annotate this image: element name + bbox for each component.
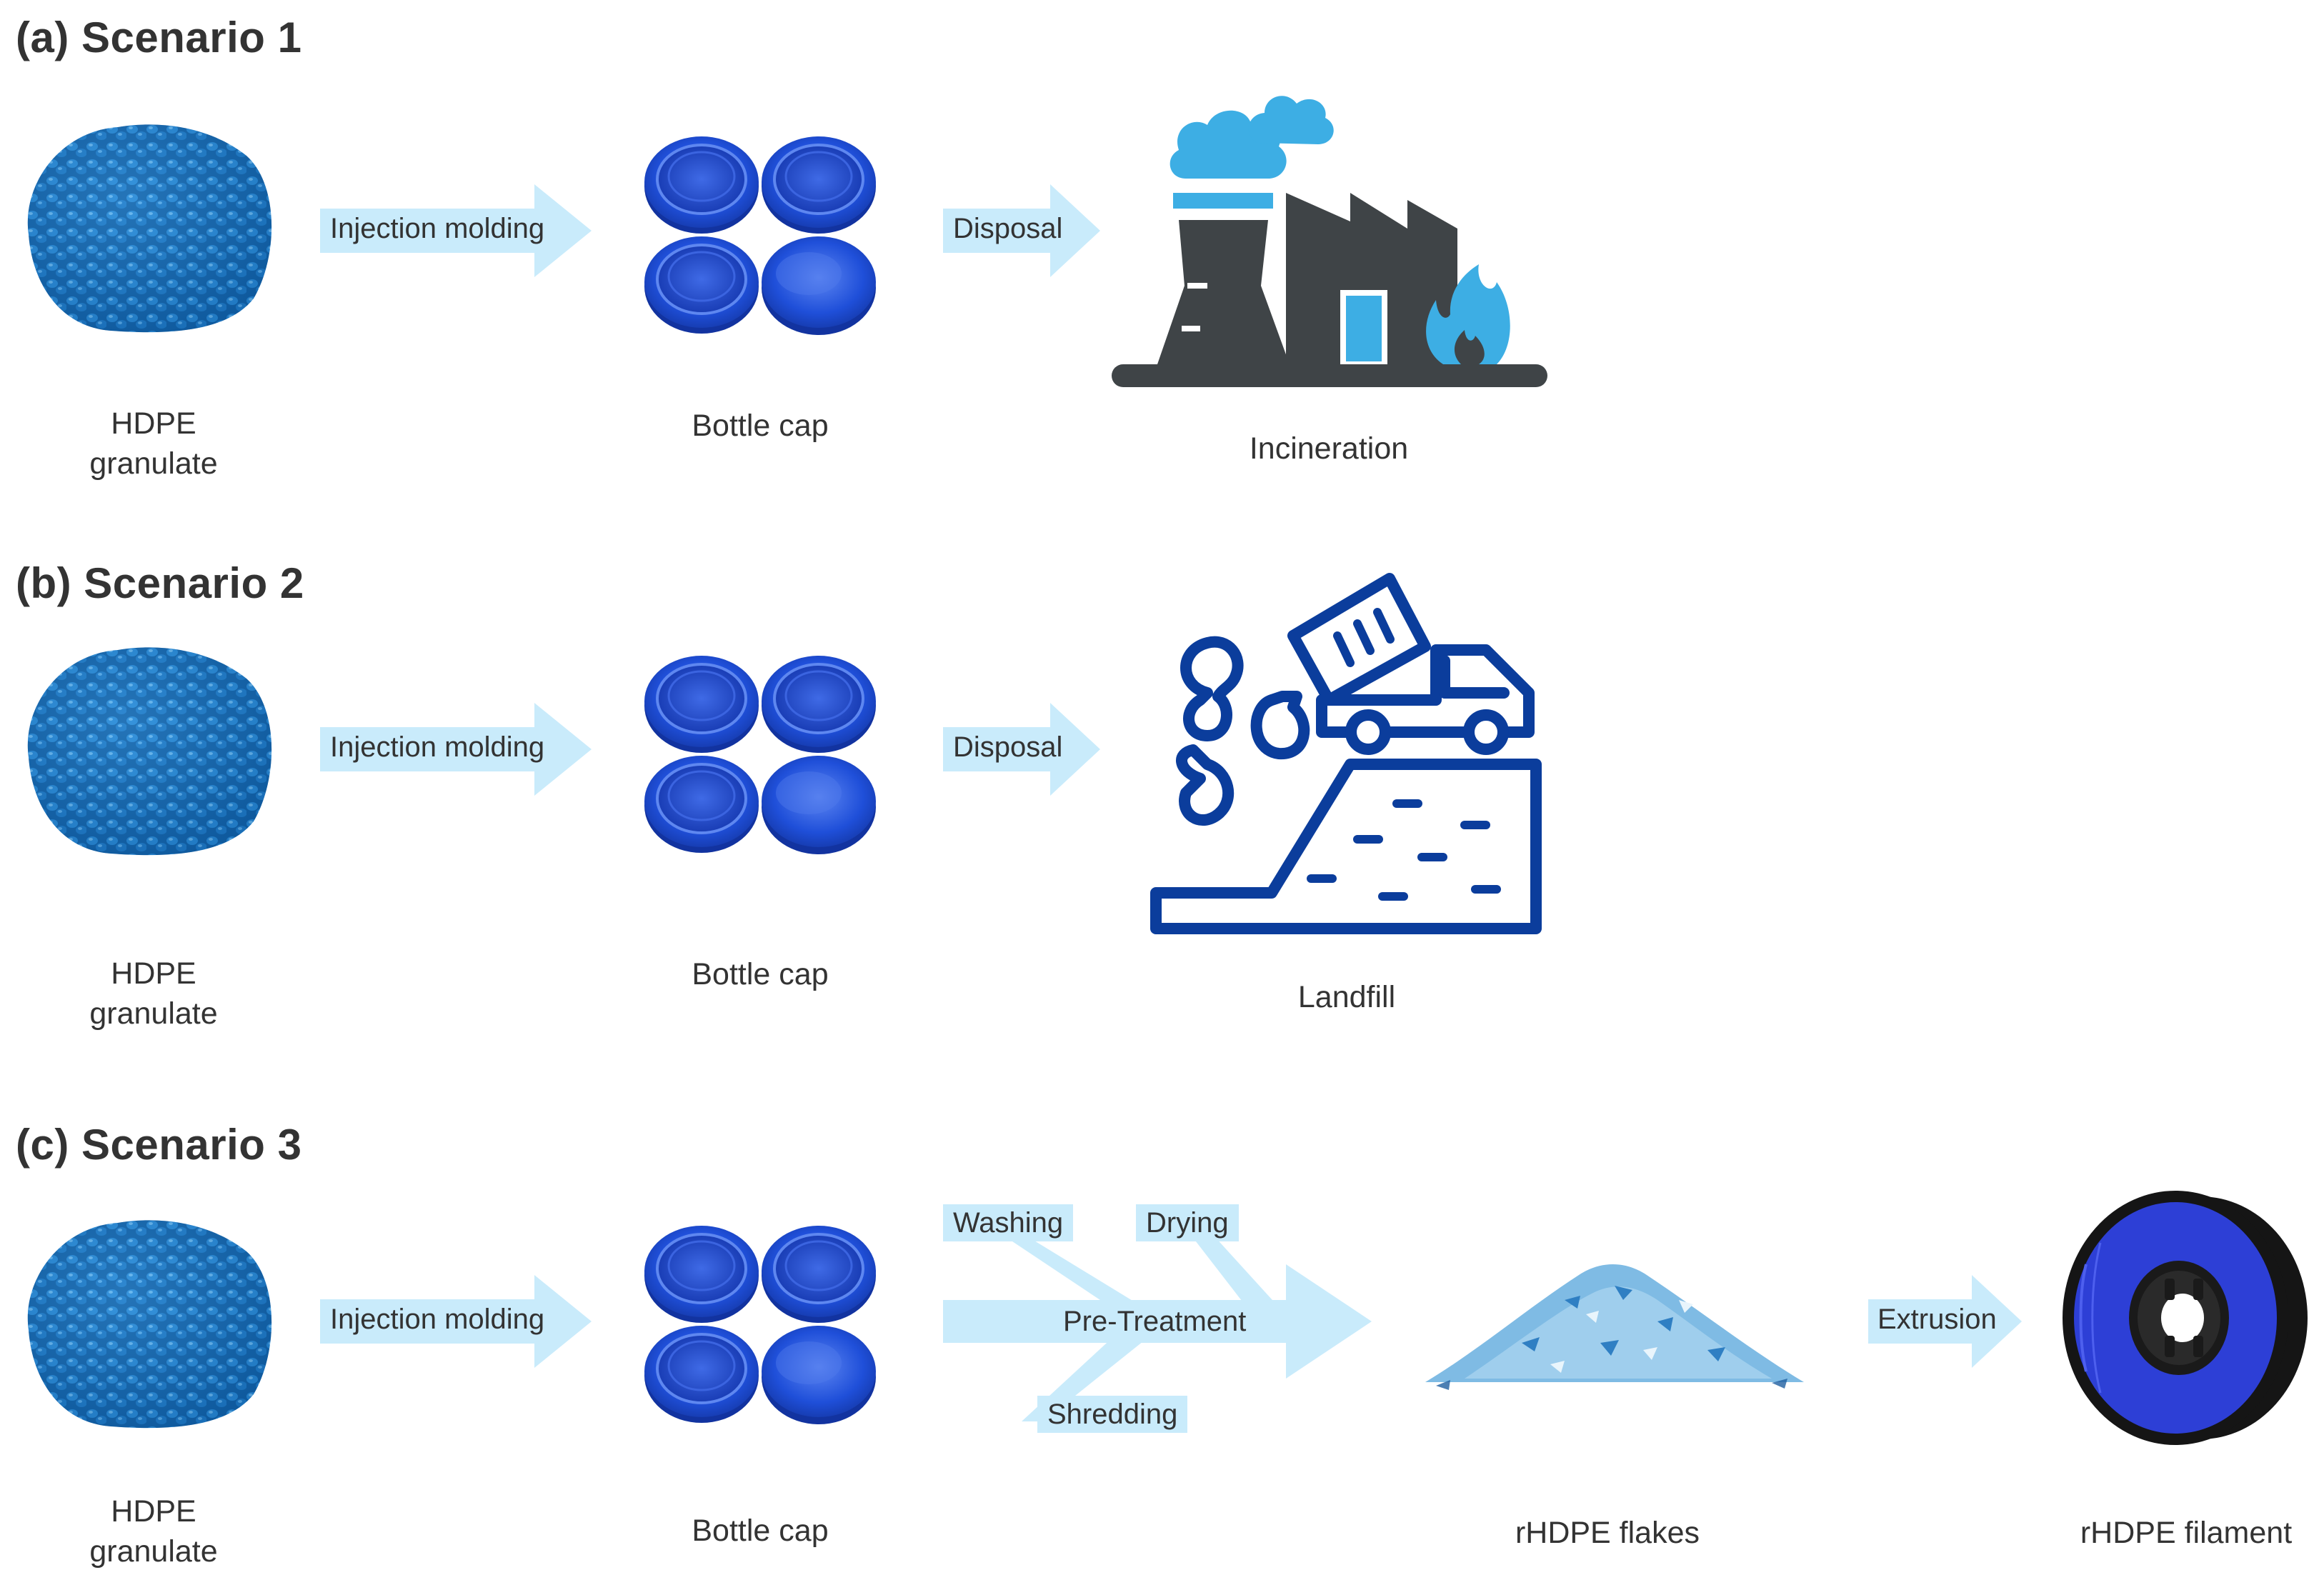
injection-molding-arrow	[320, 184, 592, 277]
disposal-arrow	[943, 703, 1100, 796]
filament-spool-image	[2063, 1191, 2308, 1445]
hdpe-granulate-label: HDPE granulate	[39, 1491, 268, 1571]
washing-tag: Washing	[943, 1204, 1074, 1241]
injection-molding-arrow	[320, 1275, 592, 1368]
factory-fire-icon	[1112, 96, 1547, 387]
disposal-label: Disposal	[953, 731, 1063, 763]
bottle-cap-label: Bottle cap	[692, 1514, 829, 1548]
bottle-cap-label: Bottle cap	[692, 957, 829, 991]
extrusion-label: Extrusion	[1877, 1304, 1997, 1335]
rhdpe-filament-label: rHDPE filament	[2080, 1516, 2293, 1550]
shredding-tag: Shredding	[1037, 1396, 1188, 1433]
injection-molding-arrow	[320, 703, 592, 796]
extrusion-arrow	[1868, 1275, 2022, 1368]
granulate-image	[27, 647, 272, 856]
disposal-label: Disposal	[953, 213, 1063, 244]
scenario-1-heading: (a) Scenario 1	[16, 14, 302, 61]
bottle-cap-image	[760, 232, 761, 233]
drying-tag: Drying	[1136, 1204, 1239, 1241]
injection-molding-label: Injection molding	[330, 731, 545, 763]
hdpe-granulate-label: HDPE granulate	[39, 404, 268, 484]
label-line: HDPE	[111, 956, 196, 991]
bottle-cap-image	[760, 751, 761, 752]
label-line: granulate	[89, 996, 218, 1031]
injection-molding-label: Injection molding	[330, 1304, 545, 1335]
label-line: granulate	[89, 446, 218, 481]
hdpe-granulate-label: HDPE granulate	[39, 954, 268, 1034]
pre-treatment-label: Pre-Treatment	[1063, 1306, 1247, 1337]
disposal-arrow	[943, 184, 1100, 277]
injection-molding-label: Injection molding	[330, 213, 545, 244]
scenario-2-heading: (b) Scenario 2	[16, 559, 304, 607]
rhdpe-flakes-label: rHDPE flakes	[1515, 1516, 1700, 1550]
granulate-image	[27, 124, 272, 333]
label-line: granulate	[89, 1534, 218, 1569]
flakes-image	[1425, 1264, 1804, 1390]
label-line: HDPE	[111, 1494, 196, 1529]
bottle-cap-label: Bottle cap	[692, 409, 829, 443]
label-line: HDPE	[111, 406, 196, 441]
landfill-label: Landfill	[1297, 980, 1396, 1014]
granulate-image	[27, 1220, 272, 1429]
scenario-3-heading: (c) Scenario 3	[16, 1121, 302, 1169]
landfill-truck-icon	[1150, 573, 1542, 934]
incineration-label: Incineration	[1249, 431, 1409, 466]
bottle-cap-image	[760, 1321, 761, 1322]
